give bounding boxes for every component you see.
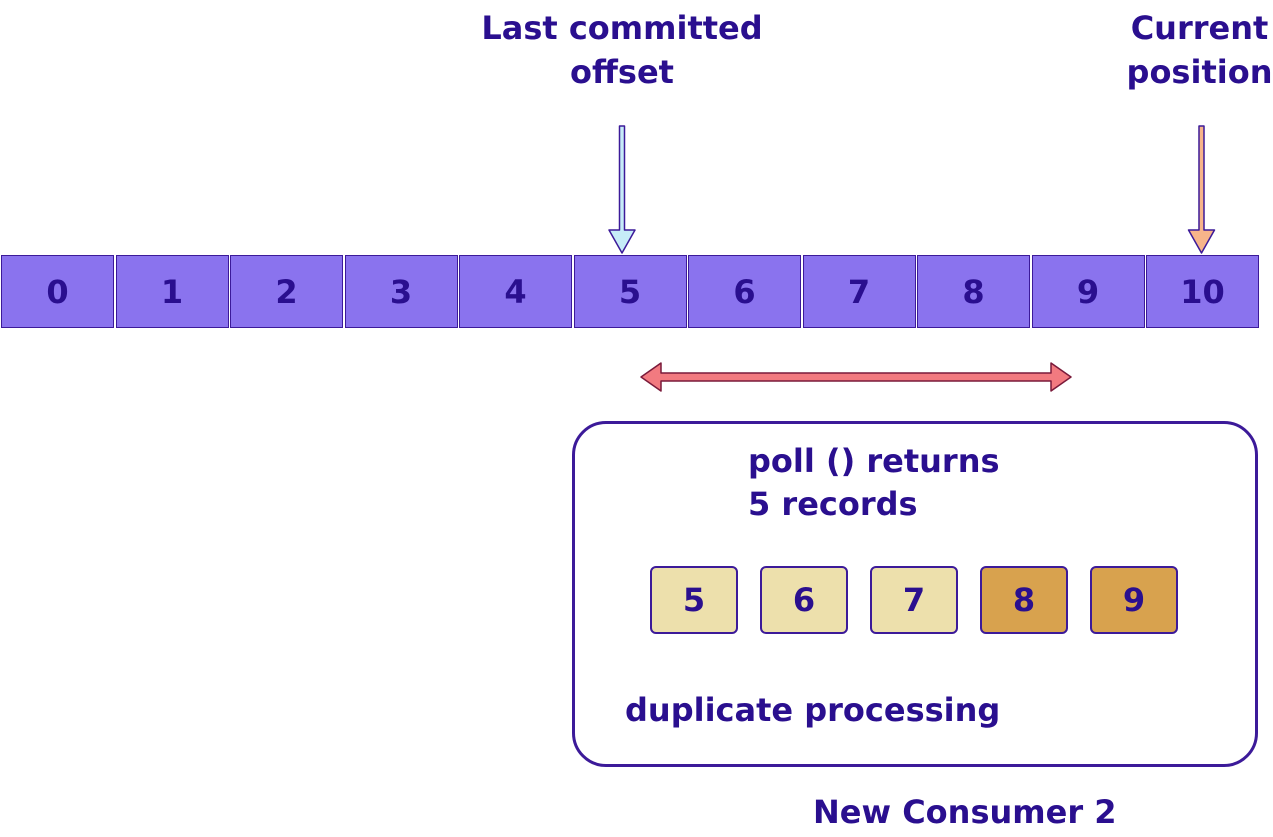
duplicate-processing-label: duplicate processing [625, 691, 1001, 729]
last-committed-offset-label: Last committed offset [470, 6, 774, 94]
log-offset-cell: 4 [459, 255, 572, 328]
committed-offset-arrow [608, 125, 636, 254]
record-box: 7 [870, 566, 958, 634]
last-committed-line-1: Last committed [481, 9, 763, 47]
log-offset-cell: 1 [115, 255, 229, 328]
log-offset-cell: 5 [573, 255, 687, 328]
poll-line-2: 5 records [748, 485, 918, 523]
poll-line-1: poll () returns [748, 442, 1000, 480]
current-position-label: Current position [1112, 6, 1273, 94]
poll-result-text: poll () returns 5 records [748, 440, 1000, 526]
current-position-line-2: position [1126, 53, 1273, 91]
record-box: 6 [760, 566, 848, 634]
current-position-arrow [1187, 125, 1216, 254]
log-offset-cell: 9 [1031, 255, 1145, 328]
log-offset-cell: 3 [344, 255, 458, 328]
log-offset-cell: 7 [802, 255, 916, 328]
log-offset-cell: 6 [688, 255, 801, 328]
consumer-name-label: New Consumer 2 [813, 793, 1117, 831]
polled-records: 5 6 7 8 9 [650, 566, 1200, 634]
record-box: 5 [650, 566, 738, 634]
log-offset-cell: 10 [1146, 255, 1259, 328]
log-offset-cell: 8 [917, 255, 1030, 328]
log-offset-cell: 0 [1, 255, 114, 328]
last-committed-line-2: offset [570, 53, 674, 91]
log-offset-cell: 2 [230, 255, 343, 328]
partition-log: 0 1 2 3 4 5 6 7 8 9 10 [1, 255, 1261, 328]
record-box: 8 [980, 566, 1068, 634]
record-box: 9 [1090, 566, 1178, 634]
current-position-line-1: Current [1130, 9, 1269, 47]
poll-range-arrow [640, 362, 1072, 392]
